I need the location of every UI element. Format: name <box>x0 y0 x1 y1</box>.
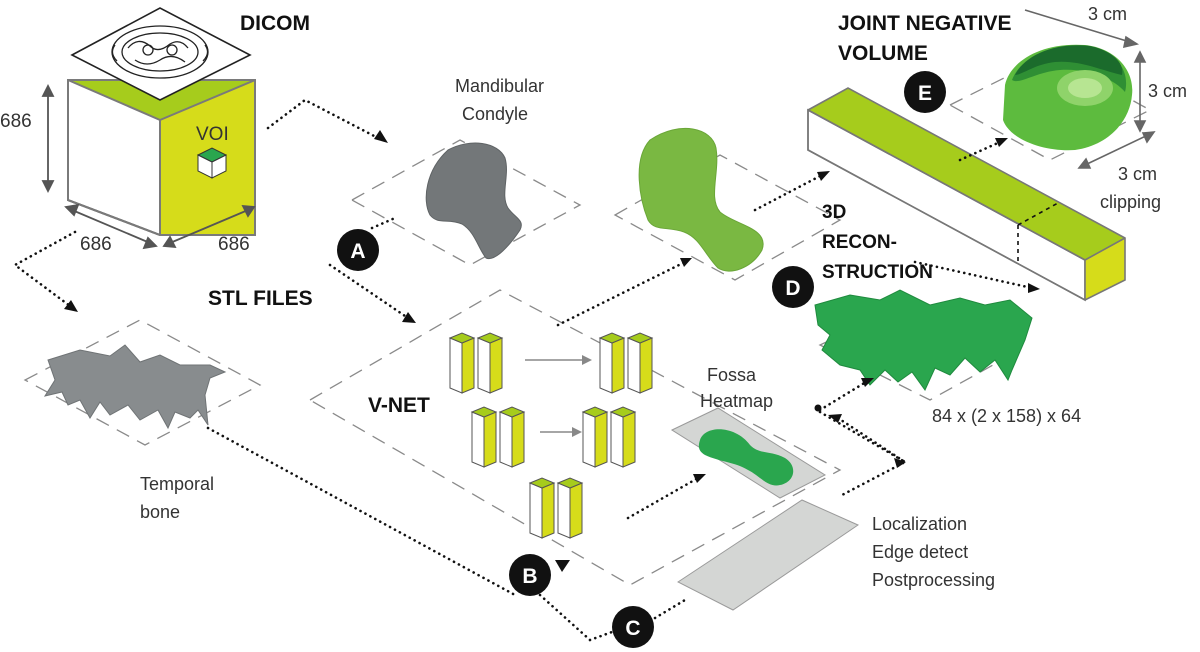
stl-files-label: STL FILES <box>208 287 313 310</box>
dim-left-label: 686 <box>0 111 32 132</box>
badge-b: B <box>509 554 570 596</box>
vnet-plane <box>308 289 842 586</box>
cm-top-label: 3 cm <box>1088 4 1127 24</box>
badge-a: A <box>337 229 379 271</box>
condyle-mesh <box>425 142 522 260</box>
badge-c: C <box>612 606 654 648</box>
svg-text:C: C <box>625 617 640 640</box>
vnet-layer-block <box>528 477 556 539</box>
dim-bottom-left-label: 686 <box>80 234 112 255</box>
vnet-layer-block <box>556 477 584 539</box>
svg-text:E: E <box>918 82 932 105</box>
dims-label: 84 x (2 x 158) x 64 <box>932 406 1081 426</box>
fossa-label-2: Heatmap <box>700 391 773 411</box>
vnet-arrows <box>525 355 592 437</box>
post-label-2: Edge detect <box>872 542 968 562</box>
vnet-layer-block <box>448 332 476 394</box>
temporal-label-1: Temporal <box>140 474 214 494</box>
voi-cube <box>196 147 228 179</box>
dim-bottom-right-label: 686 <box>218 234 250 255</box>
temporal-label-2: bone <box>140 502 180 522</box>
vnet-label: V-NET <box>368 394 430 417</box>
condyle-plane <box>350 139 582 266</box>
svg-text:B: B <box>522 565 537 588</box>
recon-label-3: STRUCTION <box>822 262 933 283</box>
dicom-slice <box>70 7 252 101</box>
vnet-layer-block <box>498 406 526 468</box>
badge-e: E <box>904 71 946 113</box>
recon-label-2: RECON- <box>822 232 897 253</box>
mandibular-label-1: Mandibular <box>455 76 544 96</box>
skull-icon <box>111 25 209 79</box>
reconstruction-mesh <box>814 289 1033 391</box>
dicom-label: DICOM <box>240 12 310 35</box>
svg-text:D: D <box>785 277 800 300</box>
badge-d: D <box>772 266 814 308</box>
heatmap-blob <box>698 429 794 486</box>
joint-negative-volume-mesh <box>1003 44 1133 151</box>
clipping-label: clipping <box>1100 192 1161 212</box>
fossa-label-1: Fossa <box>707 365 757 385</box>
vnet-layer-block <box>470 406 498 468</box>
mandibular-label-2: Condyle <box>462 104 528 124</box>
svg-text:A: A <box>350 240 365 263</box>
post-label-1: Localization <box>872 514 967 534</box>
cm-right-label: 3 cm <box>1148 81 1187 101</box>
condyle-output-mesh <box>638 127 764 272</box>
vnet-layer-block <box>626 332 654 394</box>
temporal-bone-mesh <box>43 344 227 430</box>
temporal-plane <box>23 319 262 446</box>
vnet-layer-block <box>581 406 609 468</box>
postprocessing-panel <box>677 499 860 611</box>
post-label-3: Postprocessing <box>872 570 995 590</box>
cm-bottom-label: 3 cm <box>1118 164 1157 184</box>
recon-label-1: 3D <box>822 202 846 223</box>
voi-label: VOI <box>196 124 229 145</box>
vnet-layer-block <box>476 332 504 394</box>
vnet-blocks <box>448 332 654 539</box>
jnv-label-2: VOLUME <box>838 42 928 65</box>
vnet-layer-block <box>609 406 637 468</box>
dicom-cube: DICOM VOI 686 686 686 <box>0 7 310 255</box>
vnet-layer-block <box>598 332 626 394</box>
jnv-label-1: JOINT NEGATIVE <box>838 12 1011 35</box>
clipping-bar <box>807 87 1126 302</box>
dimension-arrows <box>41 83 256 250</box>
connectors <box>12 98 1040 642</box>
cm-arrows <box>1024 9 1156 169</box>
